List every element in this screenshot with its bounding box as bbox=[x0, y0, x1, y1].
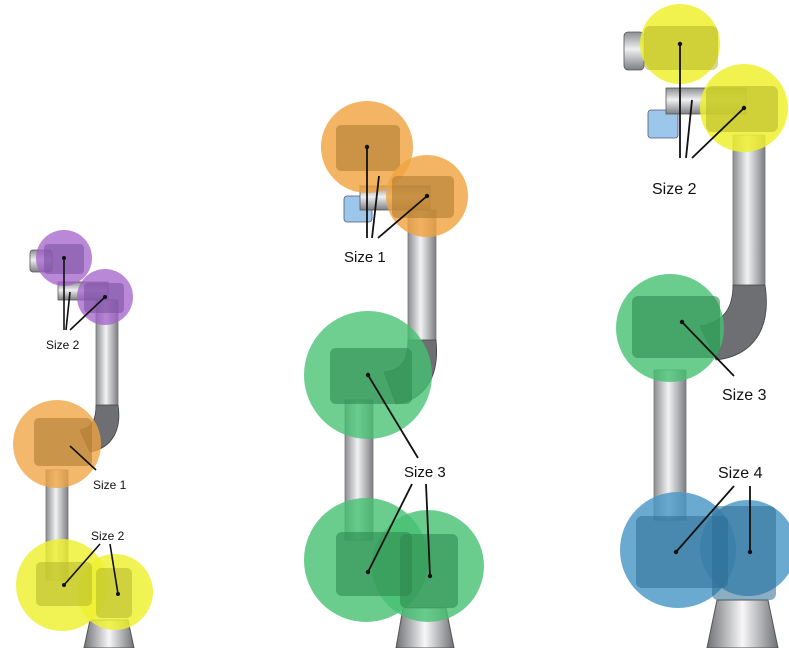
robot3-dot-1 bbox=[677, 41, 683, 47]
robot3-wrist3-body bbox=[644, 26, 718, 70]
robot2-dot-1 bbox=[364, 144, 370, 150]
robot2-wrist2-body bbox=[392, 176, 454, 218]
robot1-leader-lines bbox=[63, 258, 119, 595]
robot3-tool-flange bbox=[647, 109, 679, 139]
robot2-dot-5 bbox=[427, 573, 433, 579]
robot2-label-wrist: Size 1 bbox=[344, 249, 386, 266]
robot2-dot-4 bbox=[365, 569, 371, 575]
robot1-dot-3 bbox=[62, 583, 66, 587]
robot-arm-large: Size 2 Size 3 Size 4 bbox=[616, 4, 789, 648]
robot3-label-base: Size 4 bbox=[718, 465, 763, 482]
robot1-label-elbow: Size 1 bbox=[93, 478, 127, 492]
robot3-elbow-body bbox=[632, 296, 720, 358]
robot3-dot-5 bbox=[747, 549, 753, 555]
robot3-label-elbow: Size 3 bbox=[722, 387, 767, 404]
robot3-dot-3 bbox=[679, 319, 685, 325]
robot1-dot-1 bbox=[62, 256, 66, 260]
robot3-dot-4 bbox=[673, 549, 679, 555]
robot2-label-elbow-base: Size 3 bbox=[404, 464, 446, 481]
robot-arm-small: Size 2 Size 1 Size 2 bbox=[13, 230, 153, 648]
robot1-label-base: Size 2 bbox=[91, 529, 125, 543]
robot3-leader-lines bbox=[675, 44, 751, 553]
robot3-dot-2 bbox=[741, 105, 747, 111]
robot2-leader-lines bbox=[366, 147, 431, 577]
robot1-label-wrist: Size 2 bbox=[46, 338, 80, 352]
robot2-dot-3 bbox=[365, 372, 371, 378]
robot2-elbow-body bbox=[330, 348, 412, 404]
robot-arm-medium: Size 1 Size 3 bbox=[304, 101, 484, 648]
robot3-label-wrist: Size 2 bbox=[652, 181, 697, 198]
robot2-dot-2 bbox=[424, 193, 430, 199]
robot3-base bbox=[706, 599, 779, 648]
robot3-upper-link bbox=[732, 134, 766, 301]
robot3-shoulder-body bbox=[636, 516, 728, 588]
robot1-base-joint-body bbox=[96, 568, 132, 618]
robot2-shoulder-body bbox=[336, 532, 412, 596]
robot1-dot-2 bbox=[103, 295, 107, 299]
robot1-dot-4 bbox=[116, 592, 120, 596]
robot3-base-joint-body bbox=[712, 506, 776, 600]
